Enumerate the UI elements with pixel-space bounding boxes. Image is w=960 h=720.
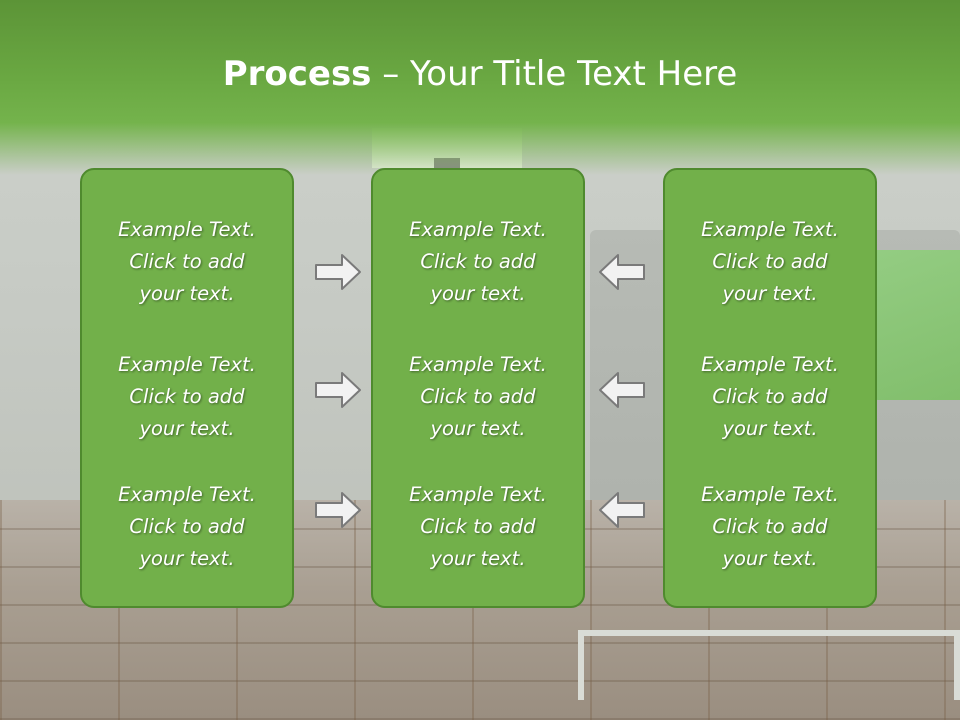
text-line: Click to add — [712, 515, 828, 538]
text-block[interactable]: Example Text. Click to add your text. — [82, 349, 292, 445]
text-line: your text. — [430, 417, 526, 440]
text-line: Example Text. — [118, 483, 256, 506]
process-box-center[interactable]: Example Text. Click to add your text. Ex… — [371, 168, 585, 608]
process-box-left[interactable]: Example Text. Click to add your text. Ex… — [80, 168, 294, 608]
arrow-right-icon[interactable] — [314, 370, 362, 410]
arrow-right-icon[interactable] — [314, 252, 362, 292]
text-line: your text. — [430, 282, 526, 305]
text-line: Click to add — [129, 250, 245, 273]
text-line: Example Text. — [701, 218, 839, 241]
text-line: your text. — [139, 282, 235, 305]
text-block[interactable]: Example Text. Click to add your text. — [82, 214, 292, 310]
sofa-frame-image — [578, 630, 960, 700]
text-line: Click to add — [712, 250, 828, 273]
text-block[interactable]: Example Text. Click to add your text. — [665, 349, 875, 445]
text-line: Click to add — [129, 515, 245, 538]
text-block[interactable]: Example Text. Click to add your text. — [373, 479, 583, 575]
text-line: your text. — [139, 417, 235, 440]
text-block[interactable]: Example Text. Click to add your text. — [82, 479, 292, 575]
text-line: Example Text. — [701, 483, 839, 506]
title-bold: Process — [222, 54, 372, 94]
text-block[interactable]: Example Text. Click to add your text. — [373, 214, 583, 310]
text-block[interactable]: Example Text. Click to add your text. — [665, 479, 875, 575]
text-line: your text. — [722, 547, 818, 570]
text-line: Click to add — [129, 385, 245, 408]
text-line: Click to add — [712, 385, 828, 408]
arrow-left-icon[interactable] — [598, 252, 646, 292]
text-block[interactable]: Example Text. Click to add your text. — [373, 349, 583, 445]
text-line: Example Text. — [409, 218, 547, 241]
text-line: Example Text. — [409, 353, 547, 376]
text-line: Example Text. — [409, 483, 547, 506]
arrow-left-icon[interactable] — [598, 370, 646, 410]
header-band — [0, 0, 960, 175]
text-line: Example Text. — [118, 218, 256, 241]
text-line: Click to add — [420, 515, 536, 538]
text-line: your text. — [430, 547, 526, 570]
text-line: Example Text. — [701, 353, 839, 376]
text-line: Click to add — [420, 250, 536, 273]
process-box-right[interactable]: Example Text. Click to add your text. Ex… — [663, 168, 877, 608]
text-line: Example Text. — [118, 353, 256, 376]
slide-title[interactable]: Process – Your Title Text Here — [0, 52, 960, 96]
text-block[interactable]: Example Text. Click to add your text. — [665, 214, 875, 310]
text-line: your text. — [722, 282, 818, 305]
text-line: your text. — [722, 417, 818, 440]
text-line: your text. — [139, 547, 235, 570]
arrow-right-icon[interactable] — [314, 490, 362, 530]
text-line: Click to add — [420, 385, 536, 408]
arrow-left-icon[interactable] — [598, 490, 646, 530]
title-rest: – Your Title Text Here — [371, 54, 738, 94]
